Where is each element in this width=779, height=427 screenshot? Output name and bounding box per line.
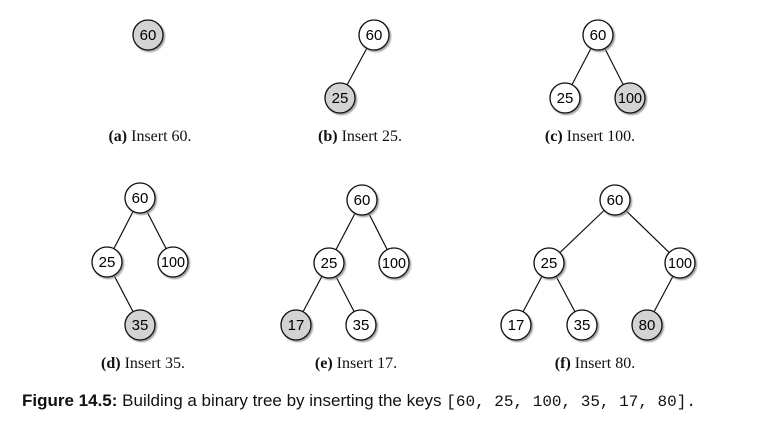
node-circle: [566, 309, 598, 341]
inserted-node: 100: [614, 82, 646, 114]
tree-node: 25: [533, 247, 565, 279]
tree-node: 35: [345, 309, 377, 341]
node-circle: [313, 247, 345, 279]
tree-node: 60: [582, 19, 614, 51]
node-circle: [124, 309, 156, 341]
node-circle: [614, 82, 646, 114]
caption-c: (c) Insert 100.: [544, 128, 636, 145]
node-circle: [664, 247, 696, 279]
node-circle: [157, 246, 189, 278]
node-circle: [280, 309, 312, 341]
inserted-node: 17: [280, 309, 312, 341]
node-key: 25: [332, 90, 349, 107]
caption-d: (d) Insert 35.: [101, 355, 185, 372]
node-key: 100: [161, 254, 185, 271]
tree-node: 17: [500, 309, 532, 341]
node-key: 60: [607, 192, 624, 209]
node-key: 60: [590, 27, 607, 44]
node-circle: [599, 184, 631, 216]
inserted-node: 35: [124, 309, 156, 341]
tree-node: 100: [664, 247, 696, 279]
node-circle: [631, 309, 663, 341]
tree-node: 60: [346, 184, 378, 216]
node-key: 60: [140, 27, 157, 44]
tree-node: 60: [358, 19, 390, 51]
node-key: 25: [557, 90, 574, 107]
node-circle: [378, 247, 410, 279]
inserted-node: 80: [631, 309, 663, 341]
tree-node: 25: [313, 247, 345, 279]
node-key: 60: [366, 27, 383, 44]
node-circle: [533, 247, 565, 279]
tree-node: 60: [124, 182, 156, 214]
inserted-node: 25: [324, 82, 356, 114]
node-key: 35: [574, 317, 591, 334]
tree-node: 100: [378, 247, 410, 279]
node-key: 80: [639, 317, 656, 334]
tree-node: 60: [599, 184, 631, 216]
node-circle: [124, 182, 156, 214]
node-circle: [549, 82, 581, 114]
tree-node: 100: [157, 246, 189, 278]
inserted-node: 60: [132, 19, 164, 51]
node-circle: [582, 19, 614, 51]
node-key: 100: [618, 90, 642, 107]
node-circle: [132, 19, 164, 51]
node-key: 60: [354, 192, 371, 209]
node-circle: [500, 309, 532, 341]
node-key: 25: [541, 255, 558, 272]
node-key: 17: [288, 317, 305, 334]
tree-node: 25: [91, 246, 123, 278]
tree-node: 25: [549, 82, 581, 114]
node-circle: [358, 19, 390, 51]
node-circle: [324, 82, 356, 114]
caption-e: (e) Insert 17.: [314, 355, 398, 372]
node-key: 35: [132, 317, 149, 334]
node-key: 25: [99, 254, 116, 271]
node-key: 100: [668, 255, 692, 272]
node-circle: [346, 184, 378, 216]
node-key: 17: [508, 317, 525, 334]
figure-caption: Figure 14.5: Building a binary tree by i…: [22, 391, 696, 411]
node-key: 35: [353, 317, 370, 334]
node-circle: [91, 246, 123, 278]
caption-a: (a) Insert 60.: [108, 128, 192, 145]
node-circle: [345, 309, 377, 341]
caption-f: (f) Insert 80.: [554, 355, 636, 372]
caption-b: (b) Insert 25.: [318, 128, 402, 145]
node-key: 25: [321, 255, 338, 272]
node-key: 60: [132, 190, 149, 207]
tree-node: 35: [566, 309, 598, 341]
node-key: 100: [382, 255, 406, 272]
